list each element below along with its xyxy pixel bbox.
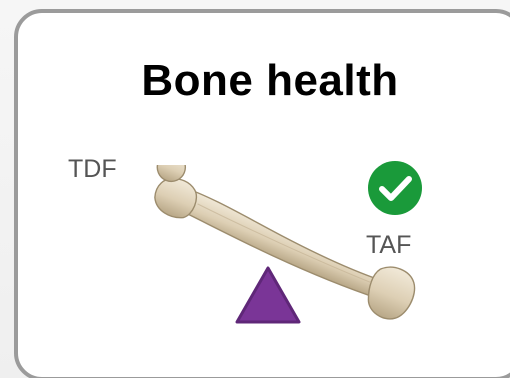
triangle-fulcrum-icon	[234, 265, 302, 325]
check-circle-icon	[367, 160, 423, 216]
card-title: Bone health	[0, 56, 510, 106]
taf-label: TAF	[366, 231, 411, 260]
tdf-label: TDF	[68, 155, 117, 184]
